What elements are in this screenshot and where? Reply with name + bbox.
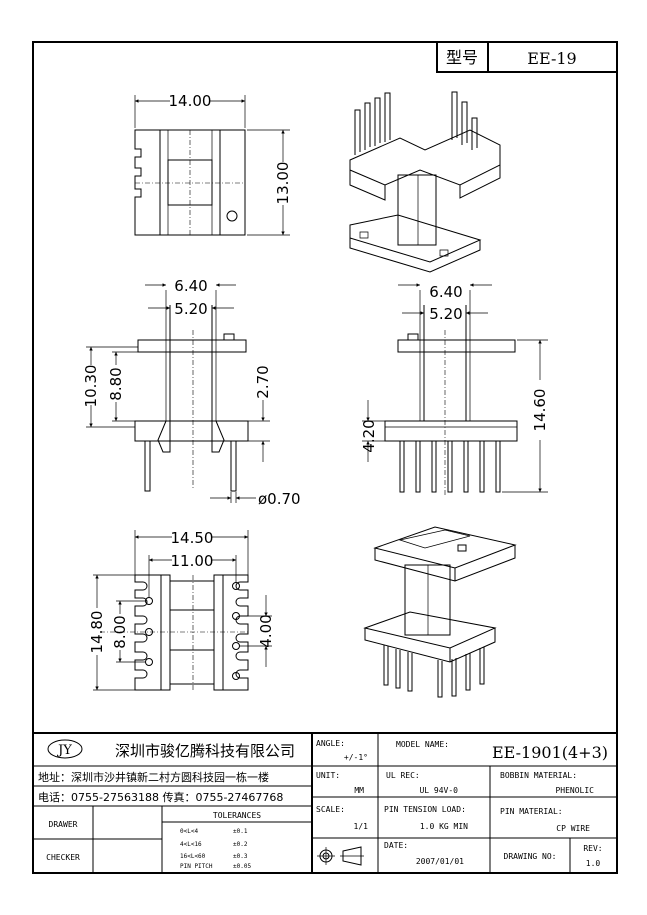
pin-material-label: PIN MATERIAL:	[500, 807, 563, 816]
model-name-label: MODEL NAME:	[396, 740, 449, 749]
tolerance-value: ±0.2	[233, 841, 248, 848]
title-block: JY 深圳市骏亿腾科技有限公司 地址：深圳市沙井镇新二村方圆科技园一栋一楼 电话…	[33, 732, 617, 873]
angle-label: ANGLE:	[316, 739, 345, 748]
company-phone: 电话：0755-27563188 传真：0755-27467768	[38, 790, 283, 804]
pin-tension-value: 1.0 KG MIN	[420, 822, 468, 831]
angle-value: +/-1°	[344, 753, 368, 762]
dim-side-inner-width: 5.20	[429, 305, 462, 323]
drawer-label: DRAWER	[49, 820, 78, 829]
rev-label: REV:	[583, 844, 602, 853]
drawing-frame	[32, 41, 618, 874]
tolerance-range: PIN PITCH	[180, 863, 213, 870]
dim-top-height: 13.00	[274, 162, 292, 205]
dim-pin-diameter: ø0.70	[258, 490, 301, 508]
scale-value: 1/1	[354, 822, 369, 831]
ul-rec-label: UL REC:	[386, 771, 420, 780]
dim-bottom-height: 14.80	[88, 611, 106, 654]
dim-side-outer-width: 6.40	[429, 283, 462, 301]
tolerance-range: 0<L<4	[180, 828, 198, 835]
tolerance-range: 16<L<60	[180, 853, 206, 860]
model-name-value: EE-1901(4+3)	[492, 743, 608, 762]
dim-bottom-width: 14.50	[171, 529, 214, 547]
top-view: 14.00 13.00	[134, 92, 292, 236]
company-logo	[47, 739, 83, 759]
isometric-view-top	[349, 91, 501, 273]
dim-front-inner-width: 5.20	[174, 300, 207, 318]
company-address: 地址：深圳市沙井镇新二村方圆科技园一栋一楼	[38, 770, 269, 784]
date-label: DATE:	[384, 841, 408, 850]
dim-side-base-height: 4.20	[360, 419, 378, 452]
dim-front-outer-width: 6.40	[174, 277, 207, 295]
dim-front-total-height: 10.30	[82, 365, 100, 408]
scale-label: SCALE:	[316, 805, 345, 814]
model-header: 型号 EE-19	[436, 41, 618, 73]
tolerance-value: ±0.3	[233, 853, 248, 860]
dim-front-winding-height: 8.80	[107, 367, 125, 400]
side-view: 6.40 5.20 14.60 4.20	[360, 283, 549, 495]
bobbin-material-value: PHENOLIC	[555, 786, 594, 795]
tolerance-range: 4<L<16	[180, 841, 202, 848]
front-view: 6.40 5.20 10.30 8.80 2.70 ø0.70	[82, 277, 301, 508]
tolerance-value: ±0.1	[233, 828, 248, 835]
checker-label: CHECKER	[46, 853, 80, 862]
rev-value: 1.0	[586, 859, 601, 868]
dim-bottom-pin-span: 11.00	[171, 552, 214, 570]
tolerance-rows: 0<L<4 ±0.1 4<L<16 ±0.2 16<L<60 ±0.3 PIN …	[180, 828, 251, 870]
dim-bottom-pin-spacing-left: 8.00	[111, 615, 129, 648]
projection-symbol-icon	[317, 846, 364, 866]
unit-label: UNIT:	[316, 771, 340, 780]
tolerance-value: ±0.05	[233, 863, 251, 870]
isometric-view-bottom	[363, 526, 517, 698]
company-logo-text: JY	[56, 743, 72, 758]
model-header-label: 型号	[446, 48, 478, 67]
tolerances-title: TOLERANCES	[213, 811, 261, 820]
drawing-no-label: DRAWING NO:	[504, 852, 557, 861]
pin-tension-label: PIN TENSION LOAD:	[384, 805, 466, 814]
dim-bottom-pin-spacing-right: 4.00	[257, 614, 275, 647]
bobbin-material-label: BOBBIN MATERIAL:	[500, 771, 577, 780]
dim-side-total-height: 14.60	[531, 389, 549, 432]
pin-material-value: CP WIRE	[556, 824, 590, 833]
dim-front-base-height: 2.70	[254, 365, 272, 398]
date-value: 2007/01/01	[416, 857, 464, 866]
model-header-value: EE-19	[527, 49, 576, 68]
unit-value: MM	[354, 786, 364, 795]
ul-rec-value: UL 94V-0	[419, 786, 458, 795]
company-name: 深圳市骏亿腾科技有限公司	[115, 742, 295, 760]
bottom-view: 14.50 11.00 14.80 8.00 4.00	[88, 529, 275, 691]
dim-top-width: 14.00	[169, 92, 212, 110]
